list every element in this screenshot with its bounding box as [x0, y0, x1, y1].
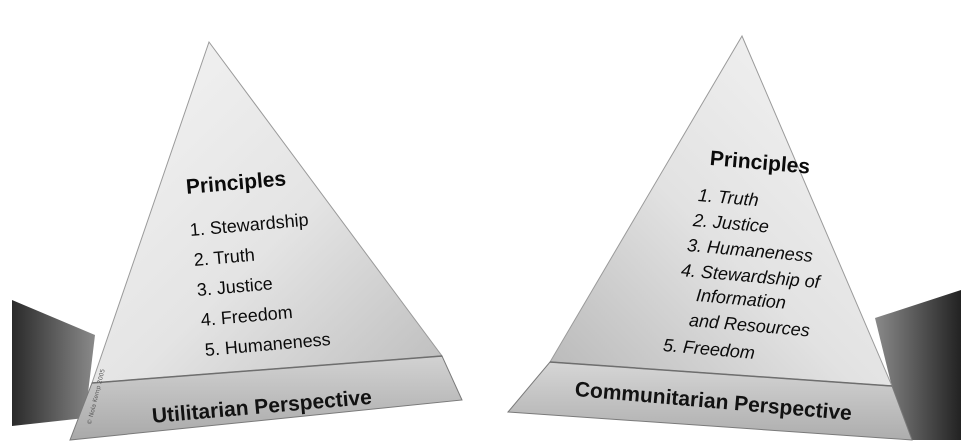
left-pyramid-shadow	[12, 300, 95, 426]
